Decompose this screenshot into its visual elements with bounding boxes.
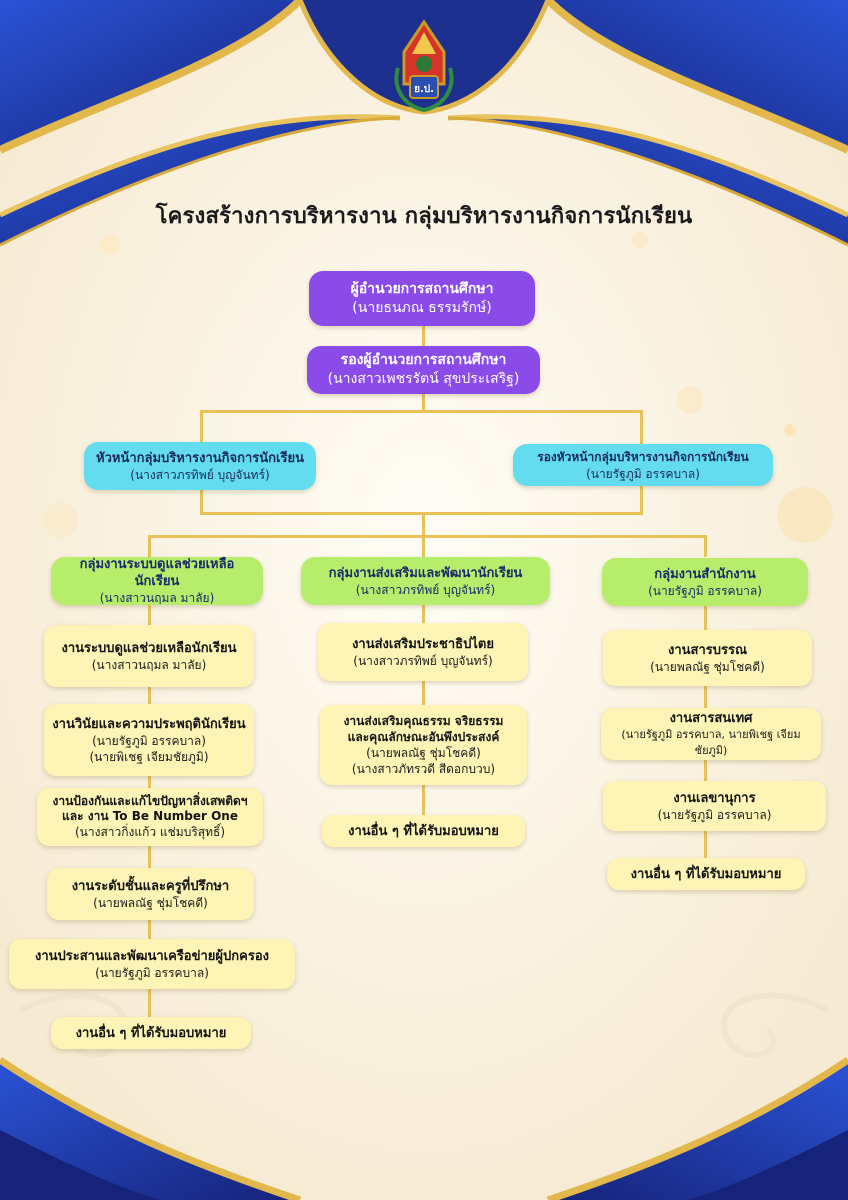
connector — [200, 410, 643, 413]
deputy-head-box: รองหัวหน้ากลุ่มบริหารงานกิจการนักเรียน (… — [513, 444, 773, 486]
task-person: (นางสาวกิ่งแก้ว แช่มบริสุทธิ์) — [75, 824, 225, 840]
connector — [422, 326, 425, 346]
task-box: งานอื่น ๆ ที่ได้รับมอบหมาย — [51, 1017, 251, 1049]
head-box: หัวหน้ากลุ่มบริหารงานกิจการนักเรียน (นาง… — [84, 442, 316, 490]
task-person: (นางสาวนฤมล มาลัย) — [92, 657, 207, 673]
connector — [640, 410, 643, 444]
task-title: งานระบบดูแลช่วยเหลือนักเรียน — [61, 640, 236, 657]
task-title: งานสารสนเทศ — [670, 710, 753, 727]
task-title: งานป้องกันและแก้ไขปัญหาสิ่งเสพติดฯ — [52, 794, 247, 809]
connector — [148, 535, 151, 557]
task-person: (นายรัฐภูมิ อรรคบาล) — [95, 965, 209, 981]
director-name: (นายธนภณ ธรรมรักษ์) — [352, 299, 491, 318]
task-box: งานส่งเสริมคุณธรรม จริยธรรม และคุณลักษณะ… — [320, 705, 527, 785]
task-box: งานวินัยและความประพฤตินักเรียน (นายรัฐภู… — [44, 704, 254, 776]
group-name: (นางสาวภรทิพย์ บุญจันทร์) — [356, 582, 495, 598]
task-box: งานส่งเสริมประชาธิปไตย (นางสาวภรทิพย์ บุ… — [318, 623, 528, 681]
group-header-office: กลุ่มงานสำนักงาน (นายรัฐภูมิ อรรคบาล) — [602, 558, 808, 606]
task-title: งานวินัยและความประพฤตินักเรียน — [52, 716, 245, 733]
connector — [640, 486, 643, 514]
connector — [422, 535, 425, 557]
connector — [704, 535, 707, 557]
head-role: หัวหน้ากลุ่มบริหารงานกิจการนักเรียน — [96, 450, 304, 467]
connector — [148, 535, 706, 538]
task-person: (นายพลณัฐ ชุ่มโชคดี) — [93, 895, 208, 911]
connector — [200, 410, 203, 442]
school-logo: ย.ป. — [388, 18, 460, 118]
task-person: (นายรัฐภูมิ อรรคบาล) — [658, 807, 772, 823]
task-box: งานระบบดูแลช่วยเหลือนักเรียน (นางสาวนฤมล… — [44, 625, 254, 687]
page-title: โครงสร้างการบริหารงาน กลุ่มบริหารงานกิจก… — [0, 198, 848, 233]
task-box: งานอื่น ๆ ที่ได้รับมอบหมาย — [607, 858, 805, 890]
head-name: (นางสาวภรทิพย์ บุญจันทร์) — [130, 467, 269, 483]
connector — [422, 512, 425, 537]
task-title: งานส่งเสริมคุณธรรม จริยธรรม — [344, 713, 504, 729]
task-box: งานประสานและพัฒนาเครือข่ายผู้ปกครอง (นาย… — [9, 939, 295, 989]
task-title: งานสารบรรณ — [668, 642, 747, 659]
task-box: งานระดับชั้นและครูที่ปรึกษา (นายพลณัฐ ชุ… — [47, 868, 254, 920]
deputy-head-role: รองหัวหน้ากลุ่มบริหารงานกิจการนักเรียน — [537, 449, 749, 466]
task-title: งานอื่น ๆ ที่ได้รับมอบหมาย — [76, 1025, 227, 1042]
task-title-line2: และคุณลักษณะอันพึงประสงค์ — [348, 729, 500, 745]
group-header-development: กลุ่มงานส่งเสริมและพัฒนานักเรียน (นางสาว… — [301, 557, 550, 605]
task-title: งานส่งเสริมประชาธิปไตย — [352, 636, 494, 653]
task-title-line2: และ งาน To Be Number One — [62, 809, 238, 824]
group-header-care: กลุ่มงานระบบดูแลช่วยเหลือนักเรียน (นางสา… — [51, 557, 263, 605]
task-box: งานสารบรรณ (นายพลณัฐ ชุ่มโชคดี) — [603, 630, 812, 686]
task-person: (นายรัฐภูมิ อรรคบาล, นายพิเชฐ เจียมชัยภู… — [609, 727, 813, 759]
task-box: งานเลขานุการ (นายรัฐภูมิ อรรคบาล) — [603, 781, 826, 831]
task-person: (นายพลณัฐ ชุ่มโชคดี) — [650, 659, 765, 675]
deputy-head-name: (นายรัฐภูมิ อรรคบาล) — [586, 466, 700, 482]
deputy-box: รองผู้อำนวยการสถานศึกษา (นางสาวเพชรรัตน์… — [307, 346, 540, 394]
task-person: (นายพิเชฐ เจียมชัยภูมิ) — [90, 749, 209, 765]
task-person: (นางสาวภรทิพย์ บุญจันทร์) — [353, 653, 492, 669]
task-title: งานระดับชั้นและครูที่ปรึกษา — [72, 878, 229, 895]
task-title: งานอื่น ๆ ที่ได้รับมอบหมาย — [631, 866, 782, 883]
connector — [200, 490, 203, 514]
deputy-name: (นางสาวเพชรรัตน์ สุขประเสริฐ) — [328, 370, 520, 389]
task-title: งานอื่น ๆ ที่ได้รับมอบหมาย — [348, 823, 499, 840]
task-person: (นายรัฐภูมิ อรรคบาล) — [92, 733, 206, 749]
group-role: กลุ่มงานระบบดูแลช่วยเหลือนักเรียน — [59, 556, 255, 590]
group-role: กลุ่มงานส่งเสริมและพัฒนานักเรียน — [329, 565, 523, 582]
task-box: งานอื่น ๆ ที่ได้รับมอบหมาย — [322, 815, 525, 847]
task-title: งานเลขานุการ — [673, 790, 755, 807]
logo-text: ย.ป. — [414, 83, 434, 95]
task-person: (นายพลณัฐ ชุ่มโชคดี) — [366, 745, 481, 761]
director-box: ผู้อำนวยการสถานศึกษา (นายธนภณ ธรรมรักษ์) — [309, 271, 535, 326]
task-title: งานประสานและพัฒนาเครือข่ายผู้ปกครอง — [35, 948, 269, 965]
deputy-role: รองผู้อำนวยการสถานศึกษา — [341, 351, 507, 370]
group-name: (นายรัฐภูมิ อรรคบาล) — [648, 583, 762, 599]
director-role: ผู้อำนวยการสถานศึกษา — [351, 280, 494, 299]
task-box: งานสารสนเทศ (นายรัฐภูมิ อรรคบาล, นายพิเช… — [601, 708, 821, 760]
task-box: งานป้องกันและแก้ไขปัญหาสิ่งเสพติดฯ และ ง… — [37, 788, 263, 846]
group-role: กลุ่มงานสำนักงาน — [654, 566, 755, 583]
task-person: (นางสาวภัทรวดี สีดอกบวบ) — [352, 761, 495, 777]
group-name: (นางสาวนฤมล มาลัย) — [100, 590, 215, 606]
